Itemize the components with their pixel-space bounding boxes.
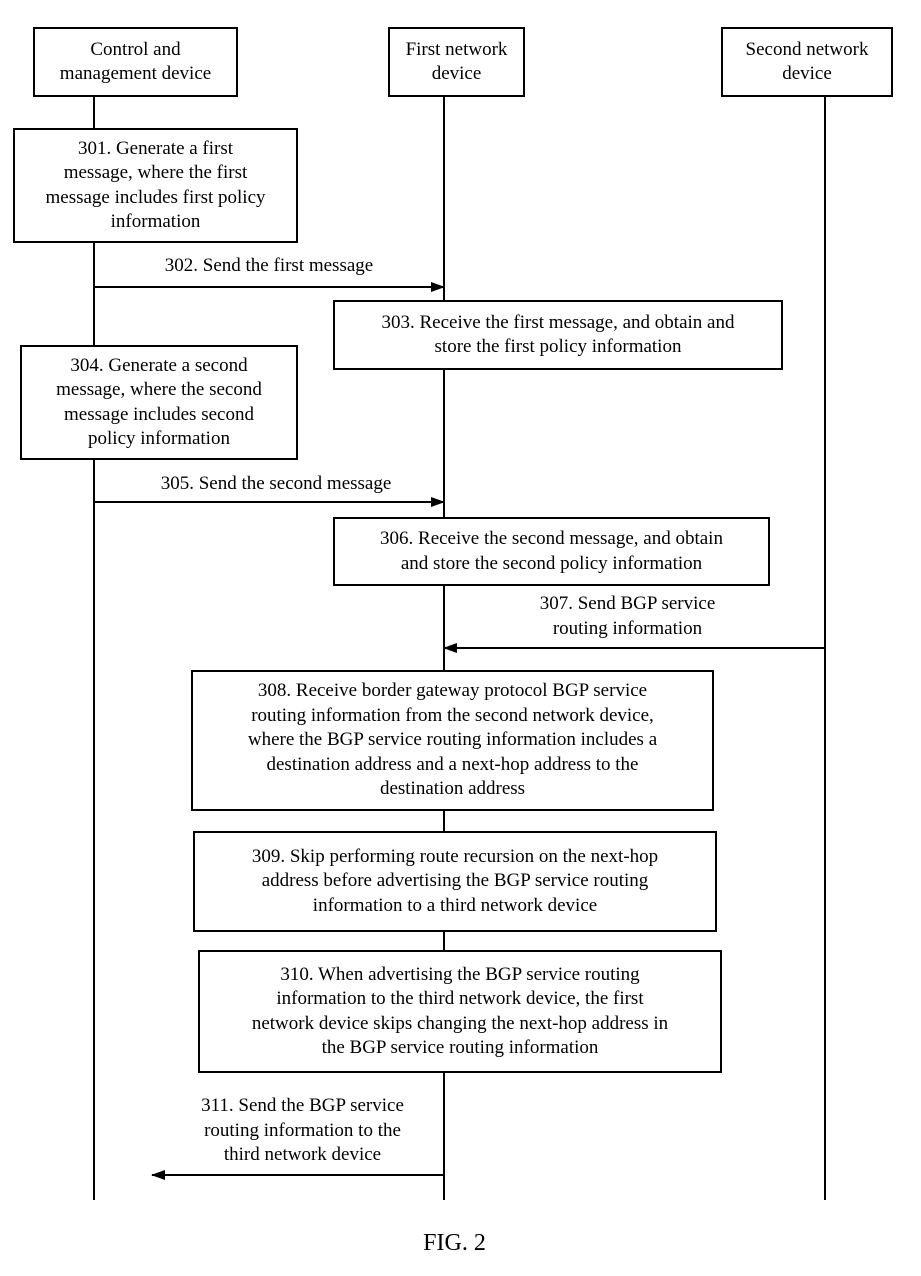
step-text: the BGP service routing information <box>252 1036 668 1061</box>
step-301-box: 301. Generate a first message, where the… <box>13 128 298 243</box>
step-text: information to a third network device <box>252 894 658 919</box>
step-text: destination address <box>248 777 657 802</box>
step-307-label: 307. Send BGP service routing informatio… <box>500 592 755 641</box>
step-text: 305. Send the second message <box>161 473 392 494</box>
step-text: 303. Receive the first message, and obta… <box>382 311 735 336</box>
step-311-label: 311. Send the BGP service routing inform… <box>160 1094 445 1168</box>
step-text: message includes second <box>56 403 262 428</box>
participant-label: Second network <box>746 38 869 63</box>
participant-first-network-device: First network device <box>388 27 525 97</box>
step-text: address before advertising the BGP servi… <box>252 869 658 894</box>
participant-label: management device <box>60 62 211 87</box>
participant-control-management-device: Control and management device <box>33 27 238 97</box>
participant-label: device <box>406 62 508 87</box>
step-text: routing information from the second netw… <box>248 704 657 729</box>
participant-second-network-device: Second network device <box>721 27 893 97</box>
step-text: routing information to the <box>160 1119 445 1144</box>
step-text: 306. Receive the second message, and obt… <box>380 527 723 552</box>
participant-label: device <box>746 62 869 87</box>
step-309-box: 309. Skip performing route recursion on … <box>193 831 717 932</box>
step-text: message, where the first <box>45 161 265 186</box>
step-text: 308. Receive border gateway protocol BGP… <box>248 679 657 704</box>
step-308-box: 308. Receive border gateway protocol BGP… <box>191 670 714 811</box>
step-text: 302. Send the first message <box>165 255 373 276</box>
step-text: information <box>45 210 265 235</box>
step-text: 307. Send BGP service <box>500 592 755 617</box>
step-text: 304. Generate a second <box>56 354 262 379</box>
step-text: network device skips changing the next-h… <box>252 1012 668 1037</box>
step-text: and store the second policy information <box>380 552 723 577</box>
step-text: where the BGP service routing informatio… <box>248 728 657 753</box>
step-text: message, where the second <box>56 378 262 403</box>
step-text: 301. Generate a first <box>45 137 265 162</box>
step-text: destination address and a next-hop addre… <box>248 753 657 778</box>
step-text: 310. When advertising the BGP service ro… <box>252 963 668 988</box>
step-text: information to the third network device,… <box>252 987 668 1012</box>
step-303-box: 303. Receive the first message, and obta… <box>333 300 783 370</box>
figure-caption: FIG. 2 <box>0 1230 909 1257</box>
step-310-box: 310. When advertising the BGP service ro… <box>198 950 722 1073</box>
step-302-label: 302. Send the first message <box>94 254 444 279</box>
step-306-box: 306. Receive the second message, and obt… <box>333 517 770 586</box>
step-304-box: 304. Generate a second message, where th… <box>20 345 298 460</box>
step-text: 309. Skip performing route recursion on … <box>252 845 658 870</box>
step-text: policy information <box>56 427 262 452</box>
participant-label: Control and <box>60 38 211 63</box>
step-text: 311. Send the BGP service <box>160 1094 445 1119</box>
step-text: routing information <box>500 617 755 642</box>
step-text: store the first policy information <box>382 335 735 360</box>
step-text: third network device <box>160 1143 445 1168</box>
step-305-label: 305. Send the second message <box>94 472 458 497</box>
step-text: message includes first policy <box>45 186 265 211</box>
participant-label: First network <box>406 38 508 63</box>
